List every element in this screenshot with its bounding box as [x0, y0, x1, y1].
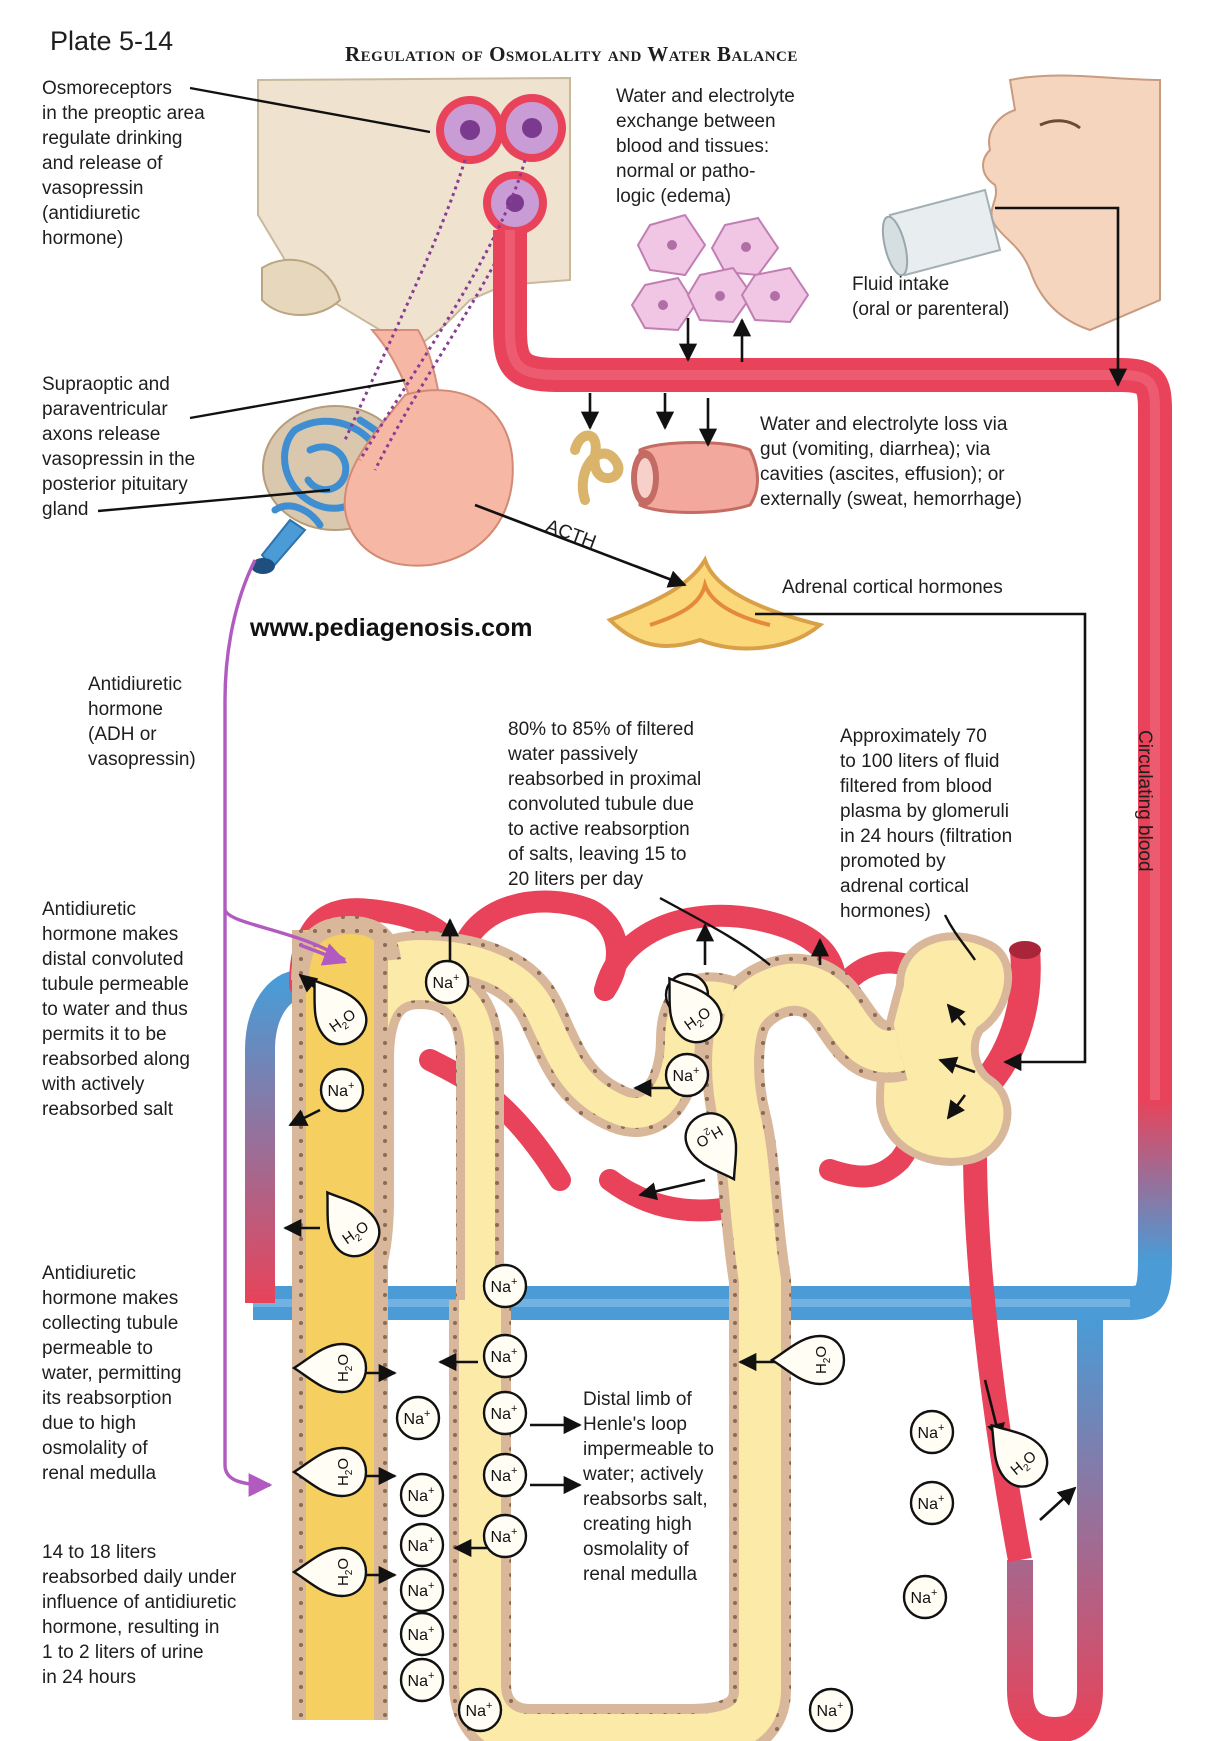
water-markers: H2O H2O H2O H2O H2O H2O H2O H2O H2O — [291, 976, 1049, 1598]
sodium-ion: Na+ — [399, 1472, 445, 1518]
vasa-recta-vein — [1007, 1320, 1103, 1741]
sodium-ion: Na+ — [395, 1395, 441, 1441]
label-liters: 14 to 18 liters reabsorbed daily under i… — [42, 1542, 237, 1688]
bowmans-capsule — [875, 932, 1012, 1166]
svg-text:Na+: Na+ — [408, 1580, 435, 1600]
leader-lines — [97, 86, 976, 966]
svg-text:Na+: Na+ — [491, 1276, 518, 1296]
vasa-recta-artery — [963, 1149, 1032, 1563]
svg-text:Na+: Na+ — [408, 1670, 435, 1690]
svg-text:Na+: Na+ — [918, 1493, 945, 1513]
sodium-ion: Na+ — [399, 1657, 445, 1703]
label-henle: Distal limb of Henle's loop impermeable … — [583, 1389, 714, 1585]
adh-pathway — [223, 559, 346, 1485]
svg-text:Na+: Na+ — [408, 1535, 435, 1555]
vein-right-segment — [1138, 1100, 1172, 1260]
label-adrenal: Adrenal cortical hormones — [782, 577, 1003, 598]
svg-text:Na+: Na+ — [433, 972, 460, 992]
svg-text:Na+: Na+ — [491, 1526, 518, 1546]
sodium-markers: Na+ Na+ Na+ Na+ Na+ Na+ Na+ Na+ Na+ Na+ Na+ Na+ Na+ N… — [319, 959, 955, 1733]
water-drop: H2O — [291, 1342, 368, 1394]
distal-tubule — [325, 940, 735, 1315]
svg-text:Na+: Na+ — [491, 1403, 518, 1423]
person-face — [982, 74, 1161, 332]
sodium-ion: Na+ — [424, 959, 470, 1005]
svg-text:Na+: Na+ — [328, 1080, 355, 1100]
label-glomeruli: Approximately 70 to 100 liters of fluid … — [840, 726, 1013, 922]
sodium-ion: Na+ — [482, 1513, 528, 1559]
svg-text:H2O: H2O — [335, 1558, 355, 1586]
optic-structure — [261, 258, 342, 316]
svg-text:H2O: H2O — [335, 1354, 355, 1382]
sodium-ion: Na+ — [482, 1452, 528, 1498]
label-collecting: Antidiuretic hormone makes collecting tu… — [42, 1263, 182, 1484]
plate-number: Plate 5-14 — [50, 26, 174, 56]
sodium-ion: Na+ — [909, 1409, 955, 1455]
tissue-cells — [630, 213, 810, 332]
svg-text:Na+: Na+ — [491, 1346, 518, 1366]
cavity-vessel — [638, 441, 759, 514]
sodium-ion: Na+ — [399, 1522, 445, 1568]
water-drop: H2O — [326, 1190, 381, 1258]
adrenal-gland — [606, 555, 825, 651]
sodium-ion: Na+ — [399, 1567, 445, 1613]
osmoreceptor-cells — [436, 94, 566, 235]
label-exchange: Water and electrolyte exchange between b… — [616, 86, 795, 207]
page-title: Regulation of Osmolality and Water Balan… — [345, 42, 798, 66]
vein-horizontal — [253, 1259, 1172, 1320]
website-watermark: www.pediagenosis.com — [250, 614, 533, 642]
water-drop: H2O — [668, 976, 723, 1044]
label-circulating-blood: Circulating blood — [1134, 730, 1155, 872]
artery-main — [493, 230, 1172, 1150]
svg-text:Na+: Na+ — [408, 1485, 435, 1505]
sodium-ion: Na+ — [808, 1687, 854, 1733]
label-distal-convoluted: Antidiuretic hormone makes distal convol… — [42, 899, 190, 1120]
intestine — [570, 430, 624, 505]
svg-text:Na+: Na+ — [466, 1700, 493, 1720]
water-drop: H2O — [769, 1334, 846, 1386]
water-drop: H2O — [291, 1546, 368, 1598]
svg-text:Na+: Na+ — [491, 1465, 518, 1485]
sodium-ion: Na+ — [664, 1052, 710, 1098]
label-proximal: 80% to 85% of filtered water passively r… — [508, 719, 702, 890]
sodium-ion: Na+ — [482, 1390, 528, 1436]
sodium-ion: Na+ — [902, 1574, 948, 1620]
water-drop: H2O — [990, 1423, 1049, 1488]
sodium-ion: Na+ — [319, 1067, 365, 1113]
label-adh: Antidiuretic hormone (ADH or vasopressin… — [88, 674, 196, 770]
anterior-pituitary — [343, 389, 514, 567]
svg-text:H2O: H2O — [813, 1346, 833, 1374]
svg-text:Na+: Na+ — [673, 1065, 700, 1085]
svg-text:Na+: Na+ — [911, 1587, 938, 1607]
label-supraoptic: Supraoptic and paraventricular axons rel… — [42, 374, 196, 520]
svg-text:H2O: H2O — [335, 1458, 355, 1486]
sodium-ion: Na+ — [482, 1333, 528, 1379]
sodium-ion: Na+ — [399, 1611, 445, 1657]
water-drop: H2O — [291, 1446, 368, 1498]
svg-text:Na+: Na+ — [918, 1422, 945, 1442]
sodium-ion: Na+ — [482, 1263, 528, 1309]
svg-text:Na+: Na+ — [404, 1408, 431, 1428]
water-drop: H2O — [684, 1112, 738, 1182]
water-drop: H2O — [313, 978, 368, 1046]
sodium-ion: Na+ — [457, 1687, 503, 1733]
label-water-loss: Water and electrolyte loss via gut (vomi… — [760, 414, 1022, 510]
proximal-tubule — [459, 963, 906, 1741]
svg-text:Na+: Na+ — [408, 1624, 435, 1644]
sodium-ion: Na+ — [909, 1480, 955, 1526]
svg-text:Na+: Na+ — [817, 1700, 844, 1720]
label-osmoreceptors: Osmoreceptors in the preoptic area regul… — [42, 78, 205, 249]
label-fluid-intake: Fluid intake (oral or parenteral) — [852, 274, 1010, 320]
